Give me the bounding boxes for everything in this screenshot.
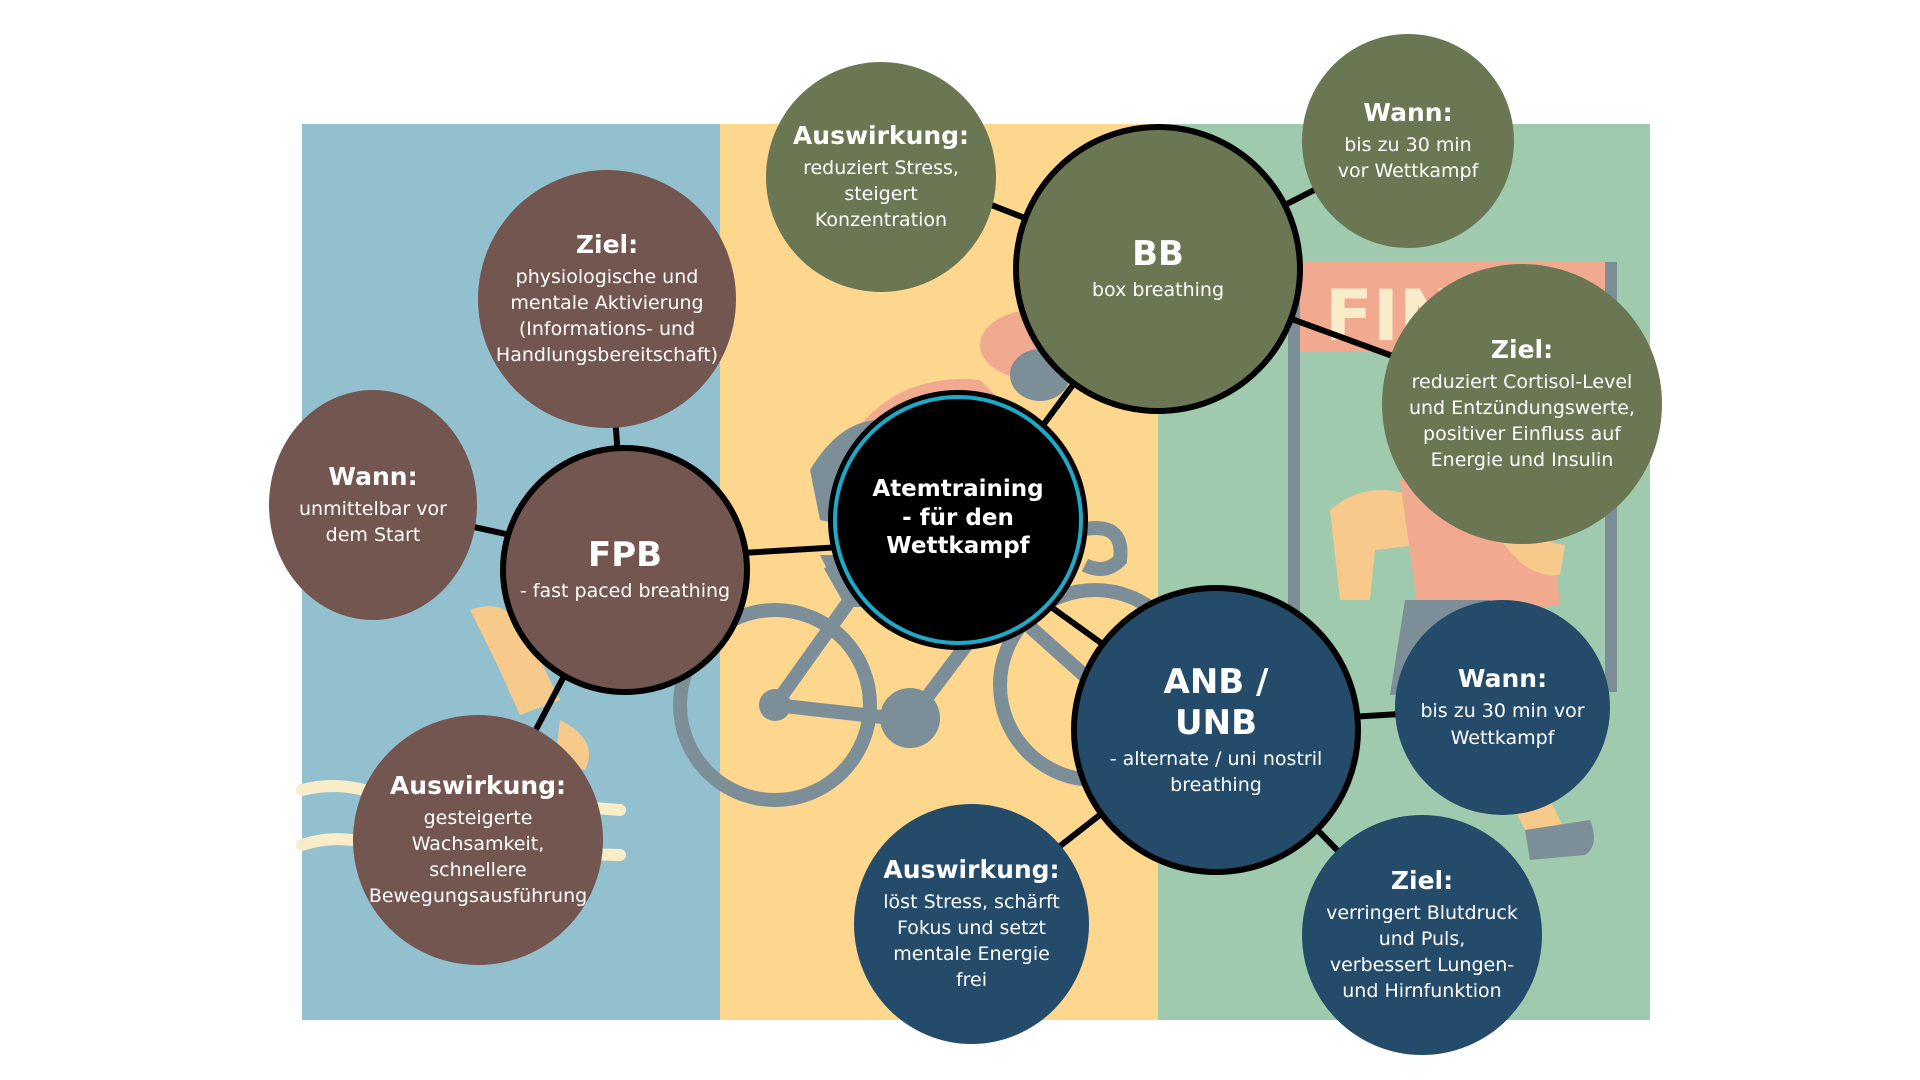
fpb-ziel-text: physiologische und mentale Aktivierung (… [495, 265, 719, 367]
swimmer-arm [470, 606, 560, 715]
fpb-wann-heading: Wann: [328, 461, 418, 491]
bike-handlebar [1078, 521, 1128, 576]
center-title: Atemtraining - für den Wettkampf [872, 475, 1044, 560]
anb-subtitle: - alternate / uni nostril breathing [1109, 747, 1323, 796]
bb-auswirkung-text: reduziert Stress, steigert Konzentration [803, 156, 959, 232]
bb-ziel-node: Ziel: reduziert Cortisol-Level und Entzü… [1382, 264, 1662, 544]
bb-auswirkung-heading: Auswirkung: [792, 120, 970, 150]
anb-title: ANB / UNB [1163, 661, 1269, 743]
bike-crank [880, 688, 940, 748]
anb-ziel-text: verringert Blutdruck und Puls, verbesser… [1326, 901, 1518, 1003]
anb-ziel-heading: Ziel: [1390, 865, 1454, 895]
runner-shoe [1525, 820, 1594, 860]
fpb-subtitle: - fast paced breathing [519, 580, 731, 603]
fpb-auswirkung-text: gesteigerte Wachsamkeit, schnellere Bewe… [368, 806, 588, 908]
bike-hub [759, 689, 791, 721]
anb-wann-heading: Wann: [1457, 664, 1548, 694]
anb-auswirkung-heading: Auswirkung: [883, 854, 1060, 884]
bb-hub-node: BB box breathing [1013, 124, 1303, 414]
fpb-wann-text: unmittelbar vor dem Start [299, 497, 447, 546]
runner-arm [1330, 490, 1420, 600]
fpb-title: FPB [587, 535, 663, 576]
bb-ziel-heading: Ziel: [1490, 334, 1554, 364]
bb-ziel-text: reduziert Cortisol-Level und Entzündungs… [1408, 370, 1636, 472]
bb-subtitle: box breathing [1091, 279, 1225, 302]
gate-post-left [1288, 280, 1300, 640]
bb-wann-heading: Wann: [1363, 97, 1453, 127]
fpb-auswirkung-heading: Auswirkung: [389, 770, 567, 800]
bb-wann-text: bis zu 30 min vor Wettkampf [1337, 133, 1479, 182]
anb-ziel-node: Ziel: verringert Blutdruck und Puls, ver… [1302, 815, 1542, 1055]
fpb-ziel-node: Ziel: physiologische und mentale Aktivie… [478, 170, 736, 428]
anb-wann-text: bis zu 30 min vor Wettkampf [1420, 700, 1585, 749]
bb-wann-node: Wann: bis zu 30 min vor Wettkampf [1302, 34, 1514, 248]
fpb-ziel-heading: Ziel: [575, 229, 639, 259]
anb-hub-node: ANB / UNB - alternate / uni nostril brea… [1071, 585, 1361, 875]
anb-auswirkung-node: Auswirkung: löst Stress, schärft Fokus u… [854, 804, 1089, 1044]
bb-auswirkung-node: Auswirkung: reduziert Stress, steigert K… [766, 62, 996, 292]
bb-title: BB [1132, 234, 1184, 275]
fpb-wann-node: Wann: unmittelbar vor dem Start [269, 390, 477, 620]
anb-wann-node: Wann: bis zu 30 min vor Wettkampf [1395, 600, 1610, 815]
center-node: Atemtraining - für den Wettkampf [833, 395, 1083, 645]
fpb-hub-node: FPB - fast paced breathing [500, 445, 750, 695]
anb-auswirkung-text: löst Stress, schärft Fokus und setzt men… [883, 890, 1060, 992]
bike-rear-wheel [673, 603, 877, 807]
fpb-auswirkung-node: Auswirkung: gesteigerte Wachsamkeit, sch… [353, 715, 603, 965]
